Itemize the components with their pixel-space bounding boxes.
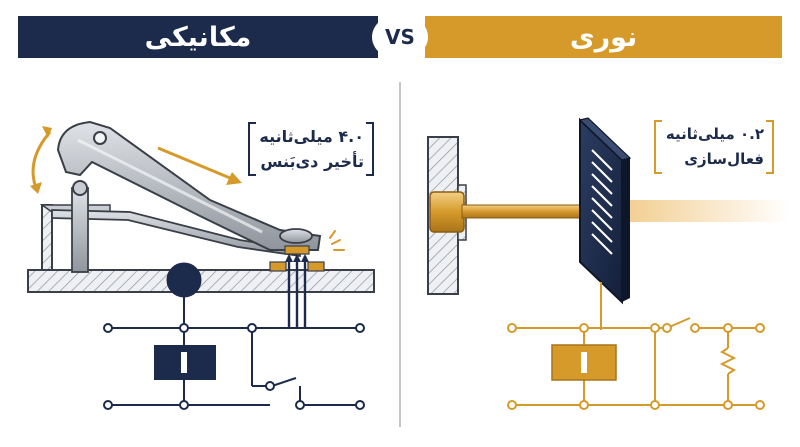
optical-timing-caption: فعال‌سازی [684,150,764,168]
contact-pad-left [269,261,287,272]
lever-icon [56,120,322,251]
mechanical-banner: مکانیکی [18,16,378,58]
post-pivot [72,180,88,196]
mechanical-title: مکانیکی [144,21,252,53]
optical-timing-value: ۰.۲ میلی‌ثانیه [665,125,764,143]
emitter-housing [429,191,465,233]
optical-circuit [512,317,760,406]
mechanical-switch-mechanism [27,120,375,328]
lever-pivot [93,131,107,145]
light-rod [461,204,599,219]
optical-circuit-nodes [507,323,765,410]
spark-icon [329,230,345,251]
optical-banner: نوری [425,16,782,58]
mechanical-circuit [108,296,360,406]
vs-badge: VS [372,14,428,60]
disc-slots [591,149,613,255]
mechanical-timing-value: ۴.۰ میلی‌ثانیه [259,127,364,146]
mechanical-timing-label: ۴.۰ میلی‌ثانیه تأخیر دی‌بَنس [248,122,374,176]
light-beam [612,200,790,222]
optical-title: نوری [569,21,638,53]
rear-bracket [41,204,53,271]
optical-sensor-mechanism [427,117,790,330]
support-post [71,187,89,273]
plunger-ball [166,262,202,298]
curved-arrow-icon [31,131,52,189]
center-divider [399,82,401,427]
contact-pad-right [307,261,325,272]
vs-label: VS [385,25,415,49]
pin-arrows [285,254,309,262]
optical-timing-label: ۰.۲ میلی‌ثانیه فعال‌سازی [654,120,774,174]
mechanical-circuit-nodes [103,323,365,410]
contact-pad-top [284,245,310,255]
contact-screw [279,228,313,244]
motion-arrow [157,146,231,180]
mechanical-timing-caption: تأخیر دی‌بَنس [260,152,364,171]
contact-pins [287,256,307,328]
